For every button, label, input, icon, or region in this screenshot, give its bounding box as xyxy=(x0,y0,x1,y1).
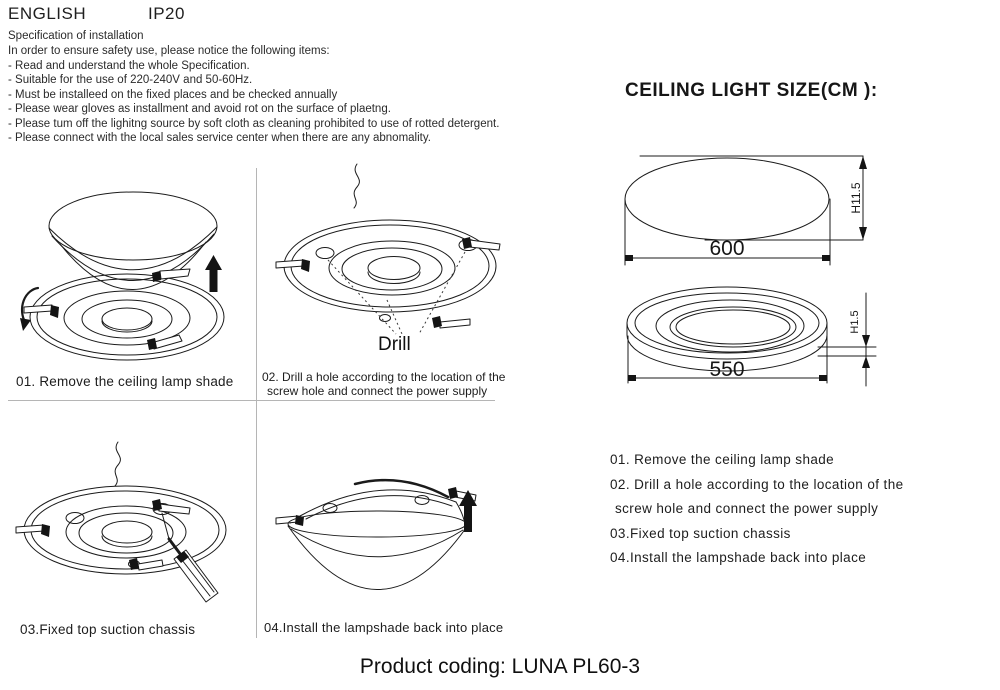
panel1-caption: 01. Remove the ceiling lamp shade xyxy=(16,374,234,389)
panel2-caption-line1: 02. Drill a hole according to the locati… xyxy=(262,370,506,384)
step-4: 04.Install the lampshade back into place xyxy=(610,550,867,566)
panel2-caption-line2: screw hole and connect the power supply xyxy=(267,384,488,398)
screw-hole xyxy=(315,247,335,259)
shade-outline xyxy=(624,157,830,241)
spec-item-4: - Please wear gloves as installment and … xyxy=(8,103,391,115)
screw-hole xyxy=(65,512,85,524)
step-2-continued: screw hole and connect the power supply xyxy=(615,501,879,517)
power-wire xyxy=(114,441,121,487)
mounting-base-drawing xyxy=(23,268,225,361)
spec-item-1: - Read and understand the whole Specific… xyxy=(8,59,250,72)
screwdriver-icon xyxy=(161,512,219,603)
panel2-drawing xyxy=(275,163,501,335)
clip-tab xyxy=(15,524,45,534)
ip-rating-label: IP20 xyxy=(148,4,185,23)
chassis-drawing xyxy=(15,485,227,575)
product-coding: Product coding: LUNA PL60-3 xyxy=(359,655,641,678)
installation-steps: 01. Remove the ceiling lamp shade 02. Dr… xyxy=(610,448,904,571)
shade-height-label: H11.5 xyxy=(849,182,863,213)
assembled-lamp-drawing xyxy=(275,478,477,590)
clip-tab xyxy=(468,239,501,251)
screw-hole xyxy=(414,495,430,505)
step-1: 01. Remove the ceiling lamp shade xyxy=(610,452,835,467)
up-arrow-icon xyxy=(205,255,222,292)
panel4-drawing xyxy=(275,478,477,590)
clip-tab xyxy=(159,268,191,280)
base-outline xyxy=(626,286,828,372)
clip-tab xyxy=(158,503,191,515)
base-size-diagram: 550 H1.5 xyxy=(626,286,877,387)
step-2: 02. Drill a hole according to the locati… xyxy=(610,476,904,492)
panel1-drawing xyxy=(20,191,225,361)
clip-tab xyxy=(275,515,299,525)
panel3-caption: 03.Fixed top suction chassis xyxy=(20,622,196,637)
shade-size-diagram: H11.5 600 xyxy=(624,155,867,266)
chassis-drawing xyxy=(275,219,501,329)
spec-item-6: - Please connect with the local sales se… xyxy=(8,132,431,144)
base-height-label: H1.5 xyxy=(849,310,861,333)
clip-tab xyxy=(275,259,305,269)
shade-diameter-label: 600 xyxy=(709,237,744,260)
spec-item-2: - Suitable for the use of 220-240V and 5… xyxy=(8,74,253,86)
language-label: ENGLISH xyxy=(8,4,87,23)
base-diameter-label: 550 xyxy=(709,358,744,381)
grid-divider-vertical xyxy=(256,168,257,638)
panel3-drawing xyxy=(15,441,227,603)
spec-item-3: - Must be installeed on the fixed places… xyxy=(8,88,338,101)
spec-item-5: - Please tum off the lighitng source by … xyxy=(8,117,500,130)
screw-hole xyxy=(379,314,391,322)
clip-tab xyxy=(137,559,164,571)
spec-title: Specification of installation xyxy=(8,30,144,42)
power-wire xyxy=(353,163,360,209)
lamp-shade-drawing xyxy=(48,191,218,290)
drill-pointer-lines xyxy=(327,251,466,335)
spec-list: In order to ensure safety use, please no… xyxy=(8,44,499,146)
spec-intro: In order to ensure safety use, please no… xyxy=(8,45,330,57)
up-arrow-icon xyxy=(459,490,477,532)
grid-divider-horizontal xyxy=(8,400,495,401)
panel2-caption: 02. Drill a hole according to the locati… xyxy=(262,370,505,398)
step-3: 03.Fixed top suction chassis xyxy=(610,525,791,541)
rotate-arrow-icon xyxy=(20,286,40,331)
clip-tab xyxy=(23,304,53,314)
drill-label: Drill xyxy=(378,334,411,355)
panel4-caption: 04.Install the lampshade back into place xyxy=(264,620,504,635)
size-section-title: CEILING LIGHT SIZE(CM ): xyxy=(625,80,878,101)
clip-tab xyxy=(439,318,471,329)
